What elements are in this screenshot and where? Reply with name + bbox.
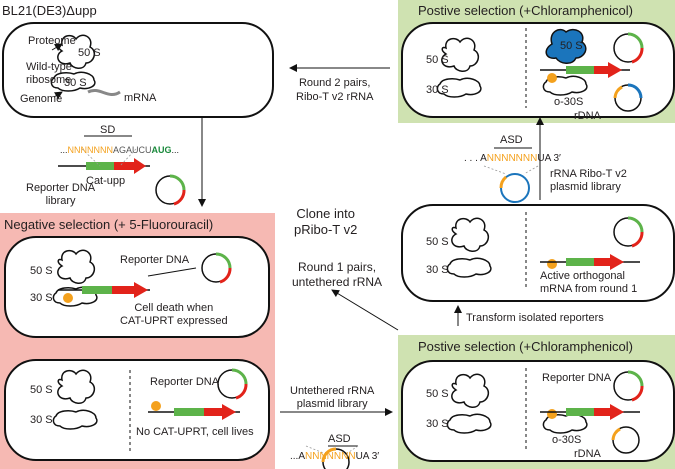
asd-seq-n: NNNNNNN xyxy=(305,451,356,462)
pos-top-50s-label: 50 S xyxy=(426,54,449,66)
strain-label: BL21(DE3)Δupp xyxy=(2,3,97,18)
positive-bottom-title: Postive selection (+Chloramphenicol) xyxy=(418,339,633,354)
mid-50s-label: 50 S xyxy=(426,236,449,248)
untethered-library-label: Untethered rRNA plasmid library xyxy=(290,385,375,410)
ribosome-50s-icon xyxy=(57,249,96,285)
negative-selection-title: Negative selection (+ 5-Fluorouracil) xyxy=(4,217,214,232)
pos-top-o30s-label: o-30S xyxy=(554,96,584,108)
cell-wild-type xyxy=(2,22,274,118)
asd-seq-prefix: ...A xyxy=(290,451,306,462)
ribosome-30s-icon xyxy=(446,413,492,434)
pos-bottom-50s-label: 50 S xyxy=(426,388,449,400)
cell-round1-result xyxy=(401,204,675,302)
ribosome-50s-icon xyxy=(451,217,490,253)
seq-n: NNNNNNN xyxy=(67,145,114,155)
transform-label: Transform isolated reporters xyxy=(466,312,604,324)
mrna-strand xyxy=(87,89,121,97)
ribo-seq-suffix: UA 3′ xyxy=(537,153,561,164)
mrna-label: mRNA xyxy=(124,92,157,104)
cell-lives-label: No CAT-UPRT, cell lives xyxy=(136,426,254,438)
neg-b-reporter-dna-label: Reporter DNA xyxy=(150,376,220,388)
tethered-ribosome-50s-icon xyxy=(545,28,587,64)
ribosome-30s-label: 30 S xyxy=(64,77,87,89)
active-mrna-label: Active orthogonal mRNA from round 1 xyxy=(540,270,638,295)
seq-prefix: ... xyxy=(60,145,68,155)
clone-label: Clone into pRibo-T v2 xyxy=(294,206,358,237)
ribosome-30s-icon xyxy=(446,257,492,278)
pos-top-rdna-label: rDNA xyxy=(574,110,601,122)
asd-label-ribo: ASD xyxy=(500,134,523,146)
neg-a-reporter-dna-label: Reporter DNA xyxy=(120,254,190,266)
pos-top-30s-label: 30 S xyxy=(426,84,449,96)
blue-50s-label: 50 S xyxy=(560,40,583,52)
ribosome-50s-icon xyxy=(451,373,490,409)
pos-bottom-30s-label: 30 S xyxy=(426,418,449,430)
wild-type-label: Wild-type xyxy=(26,61,72,73)
proteome-label: Proteome xyxy=(28,35,76,47)
cell-positive-bottom xyxy=(401,360,675,462)
pos-bottom-o30s-label: o-30S xyxy=(552,434,582,446)
seq-mid: AGAUCU xyxy=(113,145,152,155)
pos-bottom-reporter-dna-label: Reporter DNA xyxy=(542,372,612,384)
asd-sequence-ribo: . . . ANNNNNNNUA 3′ xyxy=(464,153,561,165)
sd-label: SD xyxy=(100,124,116,136)
reporter-sequence: ...NNNNNNNAGAUCUAUG... xyxy=(60,144,179,156)
cat-upp-label: Cat-upp xyxy=(86,175,126,187)
neg-a-30s-label: 30 S xyxy=(30,292,53,304)
neg-a-50s-label: 50 S xyxy=(30,265,53,277)
seq-suffix: ... xyxy=(171,145,180,155)
ribo-seq-n: NNNNNNN xyxy=(486,153,538,164)
neg-b-30s-label: 30 S xyxy=(30,414,53,426)
reporter-library-label: Reporter DNA library xyxy=(26,182,96,207)
ribo-seq-prefix: . . . A xyxy=(464,153,487,164)
arrow-round1 xyxy=(331,289,399,331)
mid-30s-label: 30 S xyxy=(426,264,449,276)
ribosome-label: ribosome xyxy=(26,74,72,86)
asd-sequence-bottom: ...ANNNNNNNUA 3′ xyxy=(290,451,379,463)
pos-bottom-rdna-label: rDNA xyxy=(574,448,601,460)
ribosome-50s-icon xyxy=(57,369,96,405)
round2-label: Round 2 pairs, Ribo-T v2 rRNA xyxy=(296,77,374,103)
round1-label: Round 1 pairs, untethered rRNA xyxy=(292,260,383,289)
ribosome-30s-icon xyxy=(52,409,98,430)
ribosome-50s-label: 50 S xyxy=(78,47,101,59)
upp-gene-block xyxy=(114,162,134,170)
asd-seq-suffix: UA 3′ xyxy=(355,451,380,462)
neg-b-50s-label: 50 S xyxy=(30,384,53,396)
seq-aug: AUG xyxy=(151,145,172,155)
asd-label-bottom: ASD xyxy=(328,433,351,445)
positive-top-title: Postive selection (+Chloramphenicol) xyxy=(418,3,633,18)
genome-label: Genome xyxy=(20,93,63,105)
cell-death-label: Cell death when CAT-UPRT expressed xyxy=(120,302,228,327)
ribo-t-library-label: rRNA Ribo-T v2 plasmid library xyxy=(550,168,627,193)
